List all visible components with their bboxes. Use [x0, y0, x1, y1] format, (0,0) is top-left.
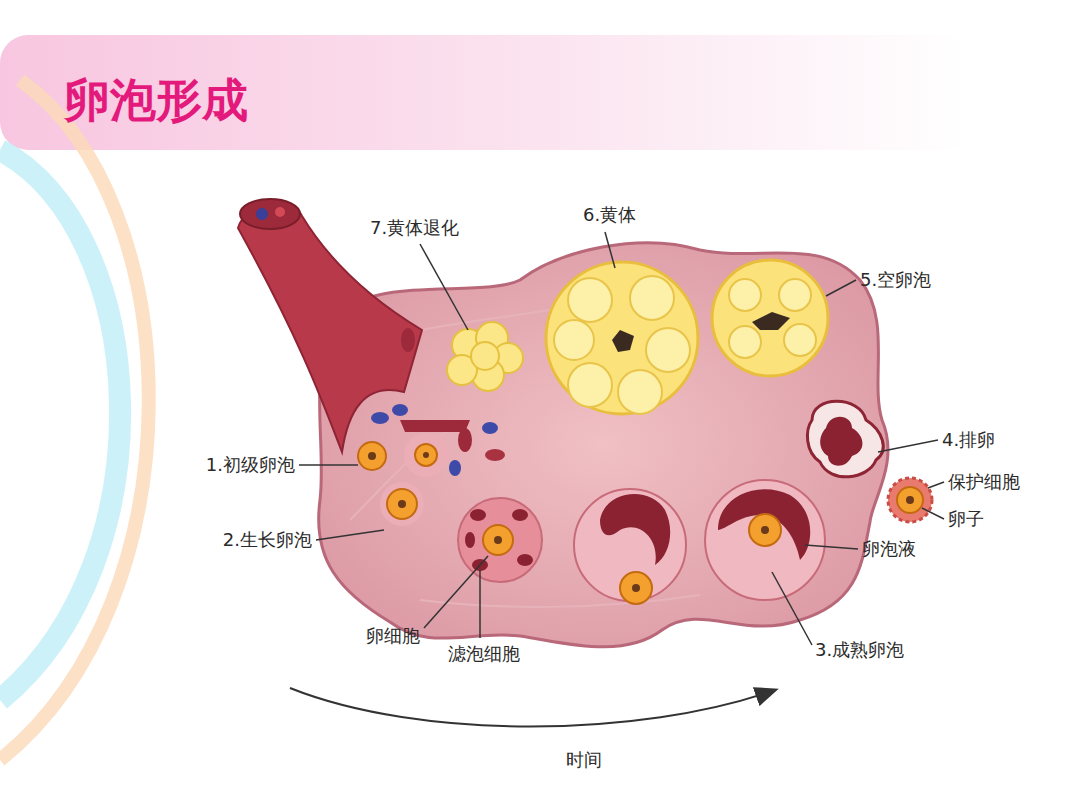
callout-label: 3.成熟卵泡: [815, 638, 904, 662]
callout-label: 7.黄体退化: [370, 216, 459, 240]
callout-label: 6.黄体: [583, 203, 636, 227]
callout-label: 4.排卵: [942, 428, 995, 452]
leader-lines: [299, 232, 944, 645]
callout-label: 滤泡细胞: [448, 642, 520, 666]
callout-label: 1.初级卵泡: [206, 453, 295, 477]
slide-title: 卵泡形成: [64, 70, 248, 130]
callout-label: 2.生长卵泡: [223, 528, 312, 552]
callout-label: 5.空卵泡: [860, 268, 931, 292]
callout-label: 保护细胞: [948, 470, 1020, 494]
callout-label: 卵泡液: [862, 537, 916, 561]
title-band: [0, 35, 970, 150]
axis-label: 时间: [566, 748, 602, 772]
time-arrow: [290, 688, 775, 727]
callout-label: 卵子: [948, 507, 984, 531]
callout-label: 卵细胞: [366, 624, 420, 648]
